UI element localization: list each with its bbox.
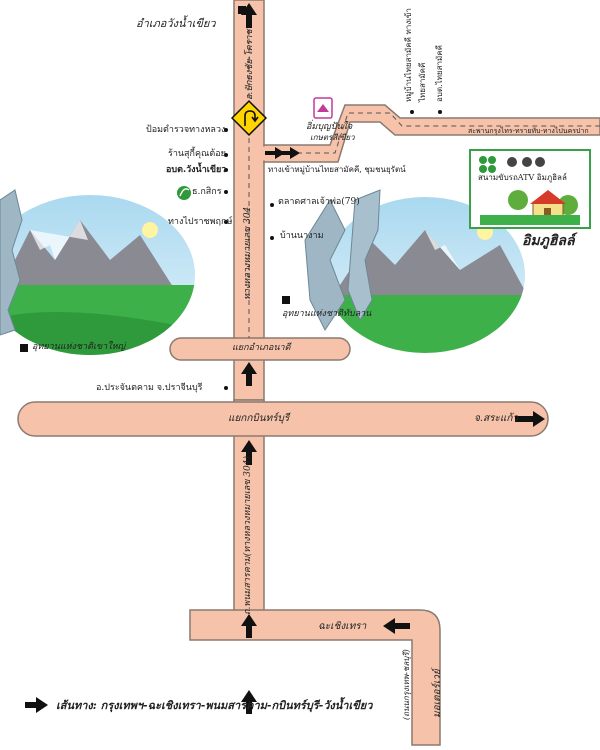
label-tambon-admin: อบต.วังน้ำเขียว	[166, 165, 227, 175]
label-thap-lan: อุทยานแห่งชาติทับลาน	[282, 309, 372, 319]
poi-khao-yai	[20, 344, 28, 352]
label-imboon: อิ่มบุญปันใจ	[306, 122, 353, 132]
poi-thap-lan	[282, 296, 290, 304]
label-resort-name: อิมภูฮิลล์	[522, 233, 575, 249]
label-kasikorn: ธ.กสิกร	[192, 187, 222, 197]
road-resort	[263, 104, 600, 163]
label-road-304-top: ทางหลวงหมายเลข 304	[243, 206, 253, 300]
tractor-icon	[479, 156, 496, 173]
arrow-up-2	[241, 440, 257, 465]
left-rock	[0, 189, 23, 336]
road-kabinburi	[17, 401, 549, 437]
label-chachoengsao: ฉะเชิงเทรา	[318, 621, 367, 632]
label-market: ตลาดศาลเจ้าพ่อ(79)	[278, 197, 360, 207]
label-obt: อบต.ไทยสามัคคี	[435, 45, 444, 102]
label-nadi-junction: แยกอำเภอนาดี	[232, 343, 291, 353]
label-village-sub: ไทยสามัคคี	[418, 62, 427, 102]
label-farm-entrance: ทางเข้าหมู่บ้านไทยสามัคคี, ชุมชนยุรัตน์	[268, 165, 406, 174]
label-police: ป้อมตำรวจทางหลวง	[146, 125, 226, 135]
label-road-304-bottom: ถ.พนมสารคาม(ทางหลวงหมายเลข 304)	[243, 456, 253, 615]
arrow-up-1	[241, 362, 257, 386]
label-highway-sign: สะพานกรุงไทร-ทรายทับ-ทางไปนครปาก	[468, 127, 589, 135]
resort-house-icon	[480, 190, 580, 225]
arrow-left-1	[383, 618, 410, 634]
right-rock-2	[347, 189, 381, 322]
poi-amphoe	[238, 6, 246, 14]
direction-arrows	[25, 3, 545, 714]
label-atv: สนามขับรถATV อิมภูฮิลล์	[478, 173, 567, 182]
turn-sign-icon	[230, 99, 268, 137]
label-kabinburi: แยกกบินทร์บุรี	[228, 413, 290, 424]
label-motorway: มอเตอร์เวย์	[432, 669, 443, 718]
label-amphoe: อำเภอวังน้ำเขียว	[136, 17, 216, 30]
arrow-right-2	[280, 147, 300, 159]
label-village: หมู่บ้านไทยสามัคคี ทางเข้า	[404, 8, 413, 102]
label-resort-road: ทางไปราชพฤกษ์	[168, 217, 233, 227]
label-motorway-sub: (ถนนกรุงเทพ-ชลบุรี)	[402, 649, 411, 720]
right-rock-1	[304, 198, 346, 331]
poi-dots	[224, 110, 442, 390]
roads	[17, 0, 600, 746]
label-khao-yai: อุทยานแห่งชาติเขาใหญ่	[32, 342, 126, 352]
label-imboon-sub: เกษตรสีเขียว	[310, 133, 355, 142]
label-pakthongchai: อ.ปักธงชัย-โคราช	[245, 29, 255, 100]
label-ban-pa-ngam: บ้านนางาม	[280, 231, 324, 241]
road-chachoengsao	[189, 609, 441, 746]
arrow-up-3	[241, 614, 257, 638]
route-legend: เส้นทาง: กรุงเทพฯ-ฉะเชิงเทรา-พนมสารคาม-ก…	[56, 699, 373, 712]
resort-card	[469, 149, 591, 229]
label-prachantakham: อ.ประจันตคาม จ.ปราจีนบุรี	[96, 383, 203, 393]
arrow-legend	[25, 697, 48, 713]
leaf-icon	[177, 186, 191, 200]
arrow-right-1	[265, 147, 285, 159]
label-restaurant: ร้านสุกี้คุณต้อย	[168, 149, 226, 159]
imboon-sign-icon	[313, 97, 333, 119]
arrow-right-3	[515, 411, 545, 427]
arrow-up-4	[241, 690, 257, 714]
label-sakaeo: จ.สระแก้ว	[474, 413, 518, 424]
